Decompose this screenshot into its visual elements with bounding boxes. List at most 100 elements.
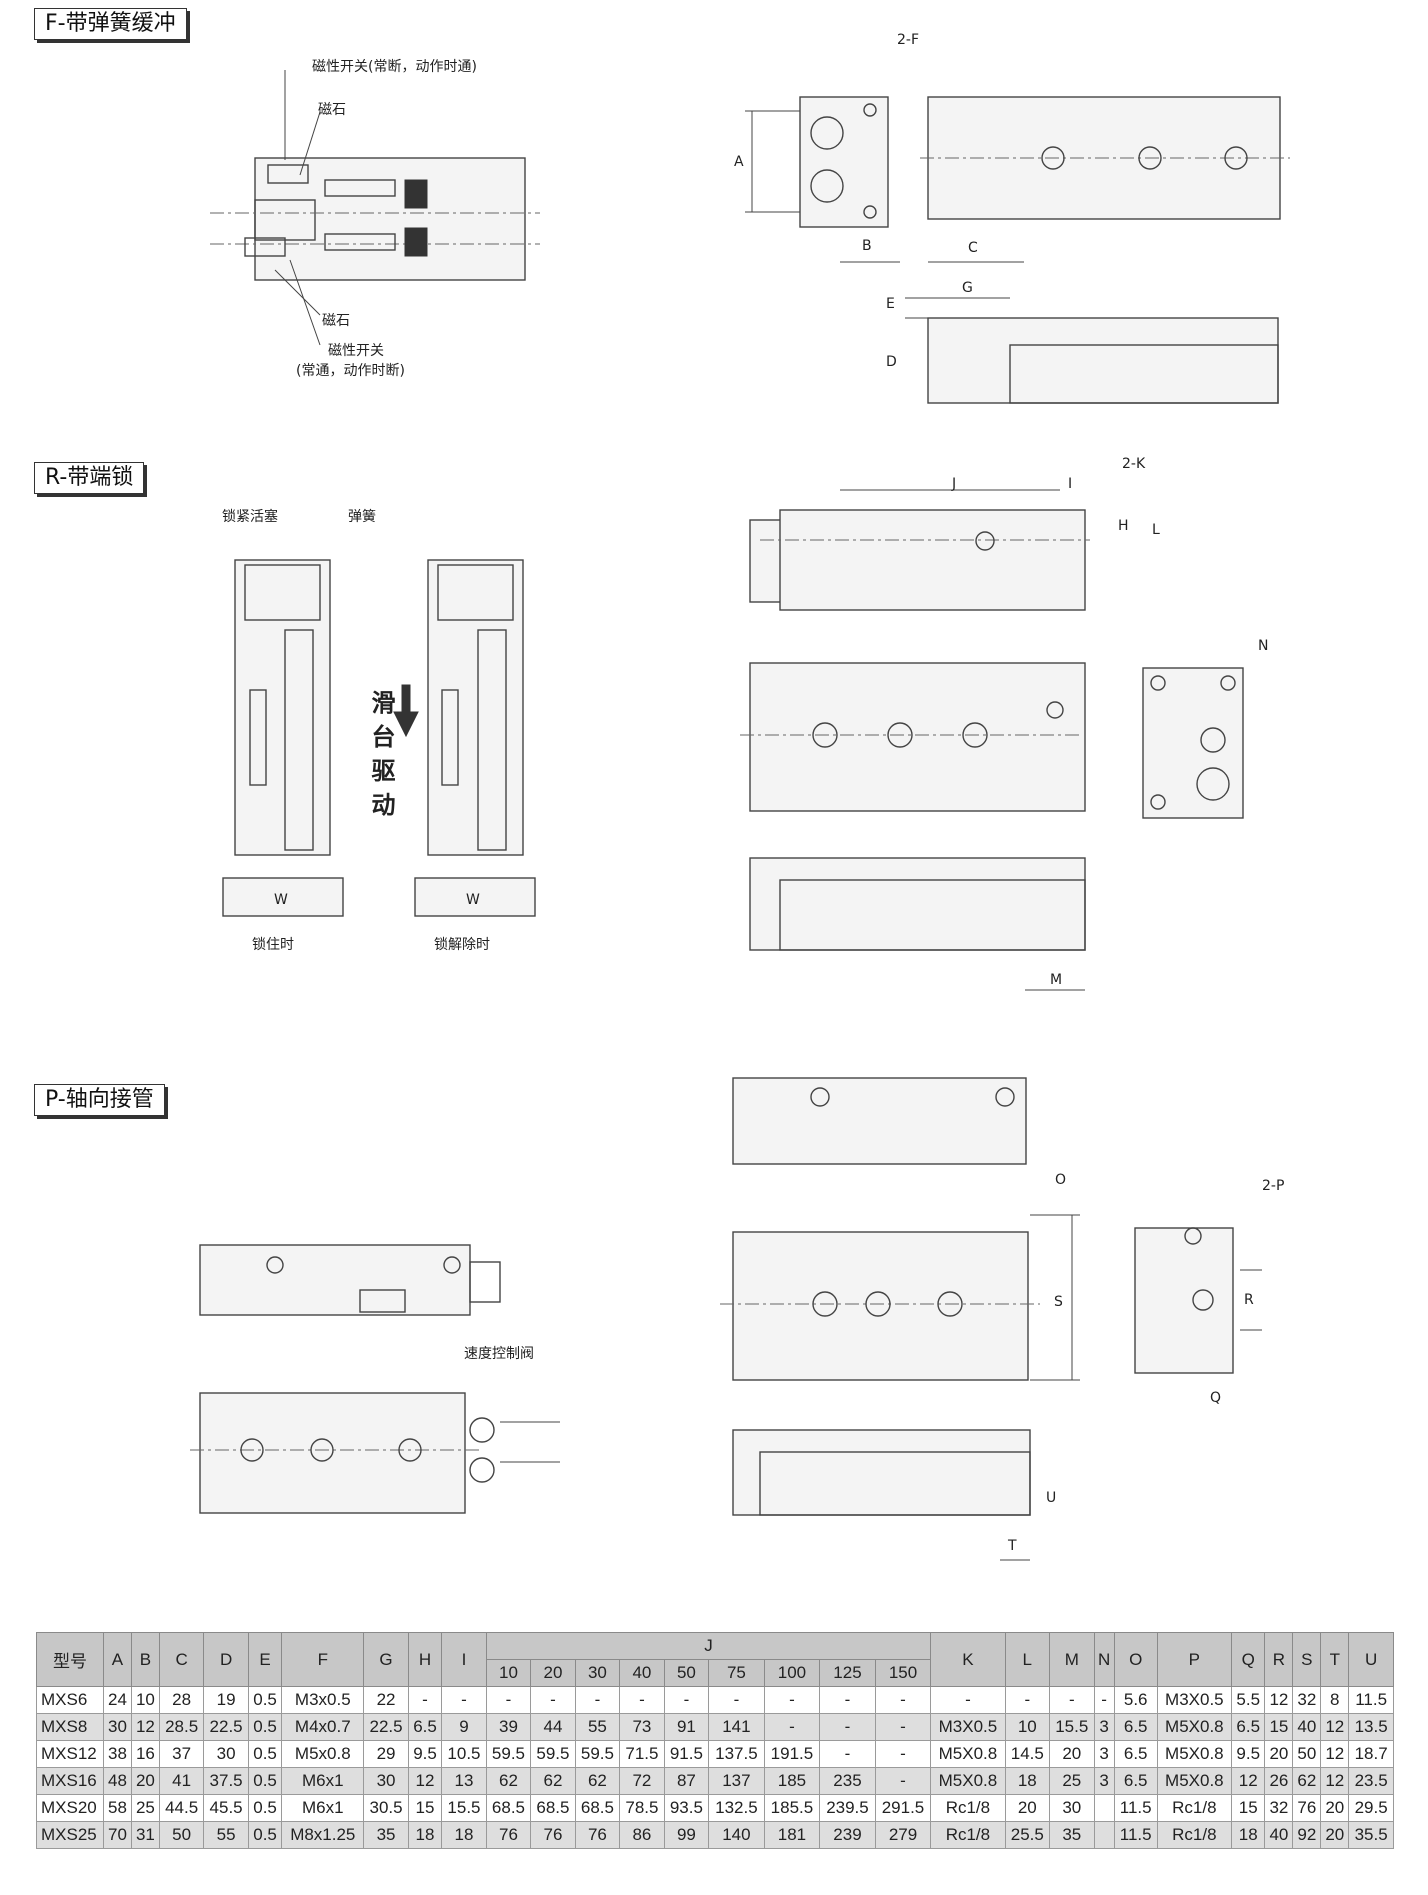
table-cell: 0.5 xyxy=(247,1713,283,1741)
table-cell: 12 xyxy=(1320,1767,1350,1795)
table-cell: - xyxy=(874,1713,932,1741)
table-cell: 11.5 xyxy=(1348,1686,1394,1714)
table-cell: 0.5 xyxy=(247,1794,283,1822)
table-cell: M5X0.8 xyxy=(930,1767,1006,1795)
table-cell: M6x1 xyxy=(281,1794,365,1822)
dim-2-k: 2-K xyxy=(1122,456,1146,472)
dim-r: R xyxy=(1244,1292,1254,1308)
f-switch-bottom-note: (常通，动作时断) xyxy=(296,363,405,379)
col-j-50: 50 xyxy=(663,1659,710,1687)
table-cell: 12 xyxy=(407,1767,443,1795)
table-cell: 45.5 xyxy=(203,1794,249,1822)
table-cell: 68.5 xyxy=(485,1794,532,1822)
table-cell: 37.5 xyxy=(203,1767,249,1795)
table-cell: 15 xyxy=(1264,1713,1294,1741)
col-o: O xyxy=(1113,1632,1158,1687)
model-cell: MXS20 xyxy=(36,1794,104,1822)
r-top-view xyxy=(749,489,1090,611)
table-cell: 76 xyxy=(1292,1794,1322,1822)
dim-m: M xyxy=(1050,972,1063,988)
table-cell: - xyxy=(874,1767,932,1795)
table-cell: 235 xyxy=(819,1767,876,1795)
table-cell: 32 xyxy=(1292,1686,1322,1714)
table-cell: 68.5 xyxy=(574,1794,621,1822)
col-j-20: 20 xyxy=(530,1659,576,1687)
col-j-125: 125 xyxy=(819,1659,876,1687)
col-k: K xyxy=(930,1632,1006,1687)
table-cell: 20 xyxy=(130,1767,160,1795)
col-r: R xyxy=(1264,1632,1294,1687)
p-right-end-view xyxy=(1134,1227,1262,1374)
table-cell: 78.5 xyxy=(619,1794,665,1822)
p-speed-valve-label: 速度控制阀 xyxy=(464,1346,534,1362)
col-l: L xyxy=(1004,1632,1051,1687)
table-cell: 12 xyxy=(1320,1740,1350,1768)
table-cell: - xyxy=(763,1686,821,1714)
table-cell: 28 xyxy=(158,1686,205,1714)
table-cell: 16 xyxy=(130,1740,160,1768)
table-cell: 32 xyxy=(1264,1794,1294,1822)
table-cell: 6.5 xyxy=(1113,1740,1158,1768)
table-cell: - xyxy=(819,1686,876,1714)
table-cell: - xyxy=(663,1686,710,1714)
table-cell: 239.5 xyxy=(819,1794,876,1822)
table-cell: 93.5 xyxy=(663,1794,710,1822)
table-cell: 13 xyxy=(441,1767,487,1795)
table-cell: 30 xyxy=(363,1767,409,1795)
dim-d: D xyxy=(886,354,897,370)
dim-u: U xyxy=(1046,1490,1057,1506)
model-cell: MXS6 xyxy=(36,1686,104,1714)
table-cell: 87 xyxy=(663,1767,710,1795)
table-cell: - xyxy=(930,1686,1006,1714)
r-lock-piston-label: 锁紧活塞 xyxy=(222,509,278,525)
f-magnet-top-label: 磁石 xyxy=(318,102,346,118)
table-cell: 239 xyxy=(819,1821,876,1849)
table-cell: 13.5 xyxy=(1348,1713,1394,1741)
table-cell: 35 xyxy=(363,1821,409,1849)
table-cell: 25 xyxy=(1049,1767,1095,1795)
table-cell: 71.5 xyxy=(619,1740,665,1768)
table-cell: - xyxy=(708,1686,765,1714)
table-cell: 6.5 xyxy=(1230,1713,1266,1741)
table-cell: 28.5 xyxy=(158,1713,205,1741)
table-cell: Rc1/8 xyxy=(930,1794,1006,1822)
table-cell: 185.5 xyxy=(763,1794,821,1822)
table-cell: - xyxy=(530,1686,576,1714)
table-cell: 73 xyxy=(619,1713,665,1741)
table-cell: 15 xyxy=(407,1794,443,1822)
table-cell: 30 xyxy=(203,1740,249,1768)
col-c: C xyxy=(158,1632,205,1687)
col-d: D xyxy=(203,1632,249,1687)
table-cell: M5X0.8 xyxy=(1156,1740,1232,1768)
table-cell: 91.5 xyxy=(663,1740,710,1768)
table-cell: 8 xyxy=(1320,1686,1350,1714)
col-a: A xyxy=(103,1632,132,1687)
dim-a: A xyxy=(734,154,744,170)
table-cell: 35.5 xyxy=(1348,1821,1394,1849)
table-cell: 20 xyxy=(1320,1821,1350,1849)
r-unlocked-label: 锁解除时 xyxy=(434,937,490,953)
table-cell: 18 xyxy=(1004,1767,1051,1795)
table-cell: 20 xyxy=(1264,1740,1294,1768)
table-cell xyxy=(1093,1794,1115,1822)
table-cell: 22.5 xyxy=(203,1713,249,1741)
col-j-group: J xyxy=(485,1632,932,1660)
dim-q: Q xyxy=(1210,1390,1222,1406)
f-side-view xyxy=(905,297,1279,404)
col-s: S xyxy=(1292,1632,1322,1687)
table-cell: 30 xyxy=(103,1713,132,1741)
table-cell: 9.5 xyxy=(1230,1740,1266,1768)
table-cell: 24 xyxy=(103,1686,132,1714)
table-cell: 26 xyxy=(1264,1767,1294,1795)
table-cell: - xyxy=(485,1686,532,1714)
table-cell: 0.5 xyxy=(247,1767,283,1795)
table-cell: 18 xyxy=(407,1821,443,1849)
dim-i: I xyxy=(1068,476,1073,492)
r-unlocked-drawing xyxy=(414,559,536,917)
f-switch-top-label: 磁性开关(常断，动作时通) xyxy=(312,59,477,75)
table-cell: 12 xyxy=(1320,1713,1350,1741)
table-cell: 58 xyxy=(103,1794,132,1822)
table-cell: M8x1.25 xyxy=(281,1821,365,1849)
